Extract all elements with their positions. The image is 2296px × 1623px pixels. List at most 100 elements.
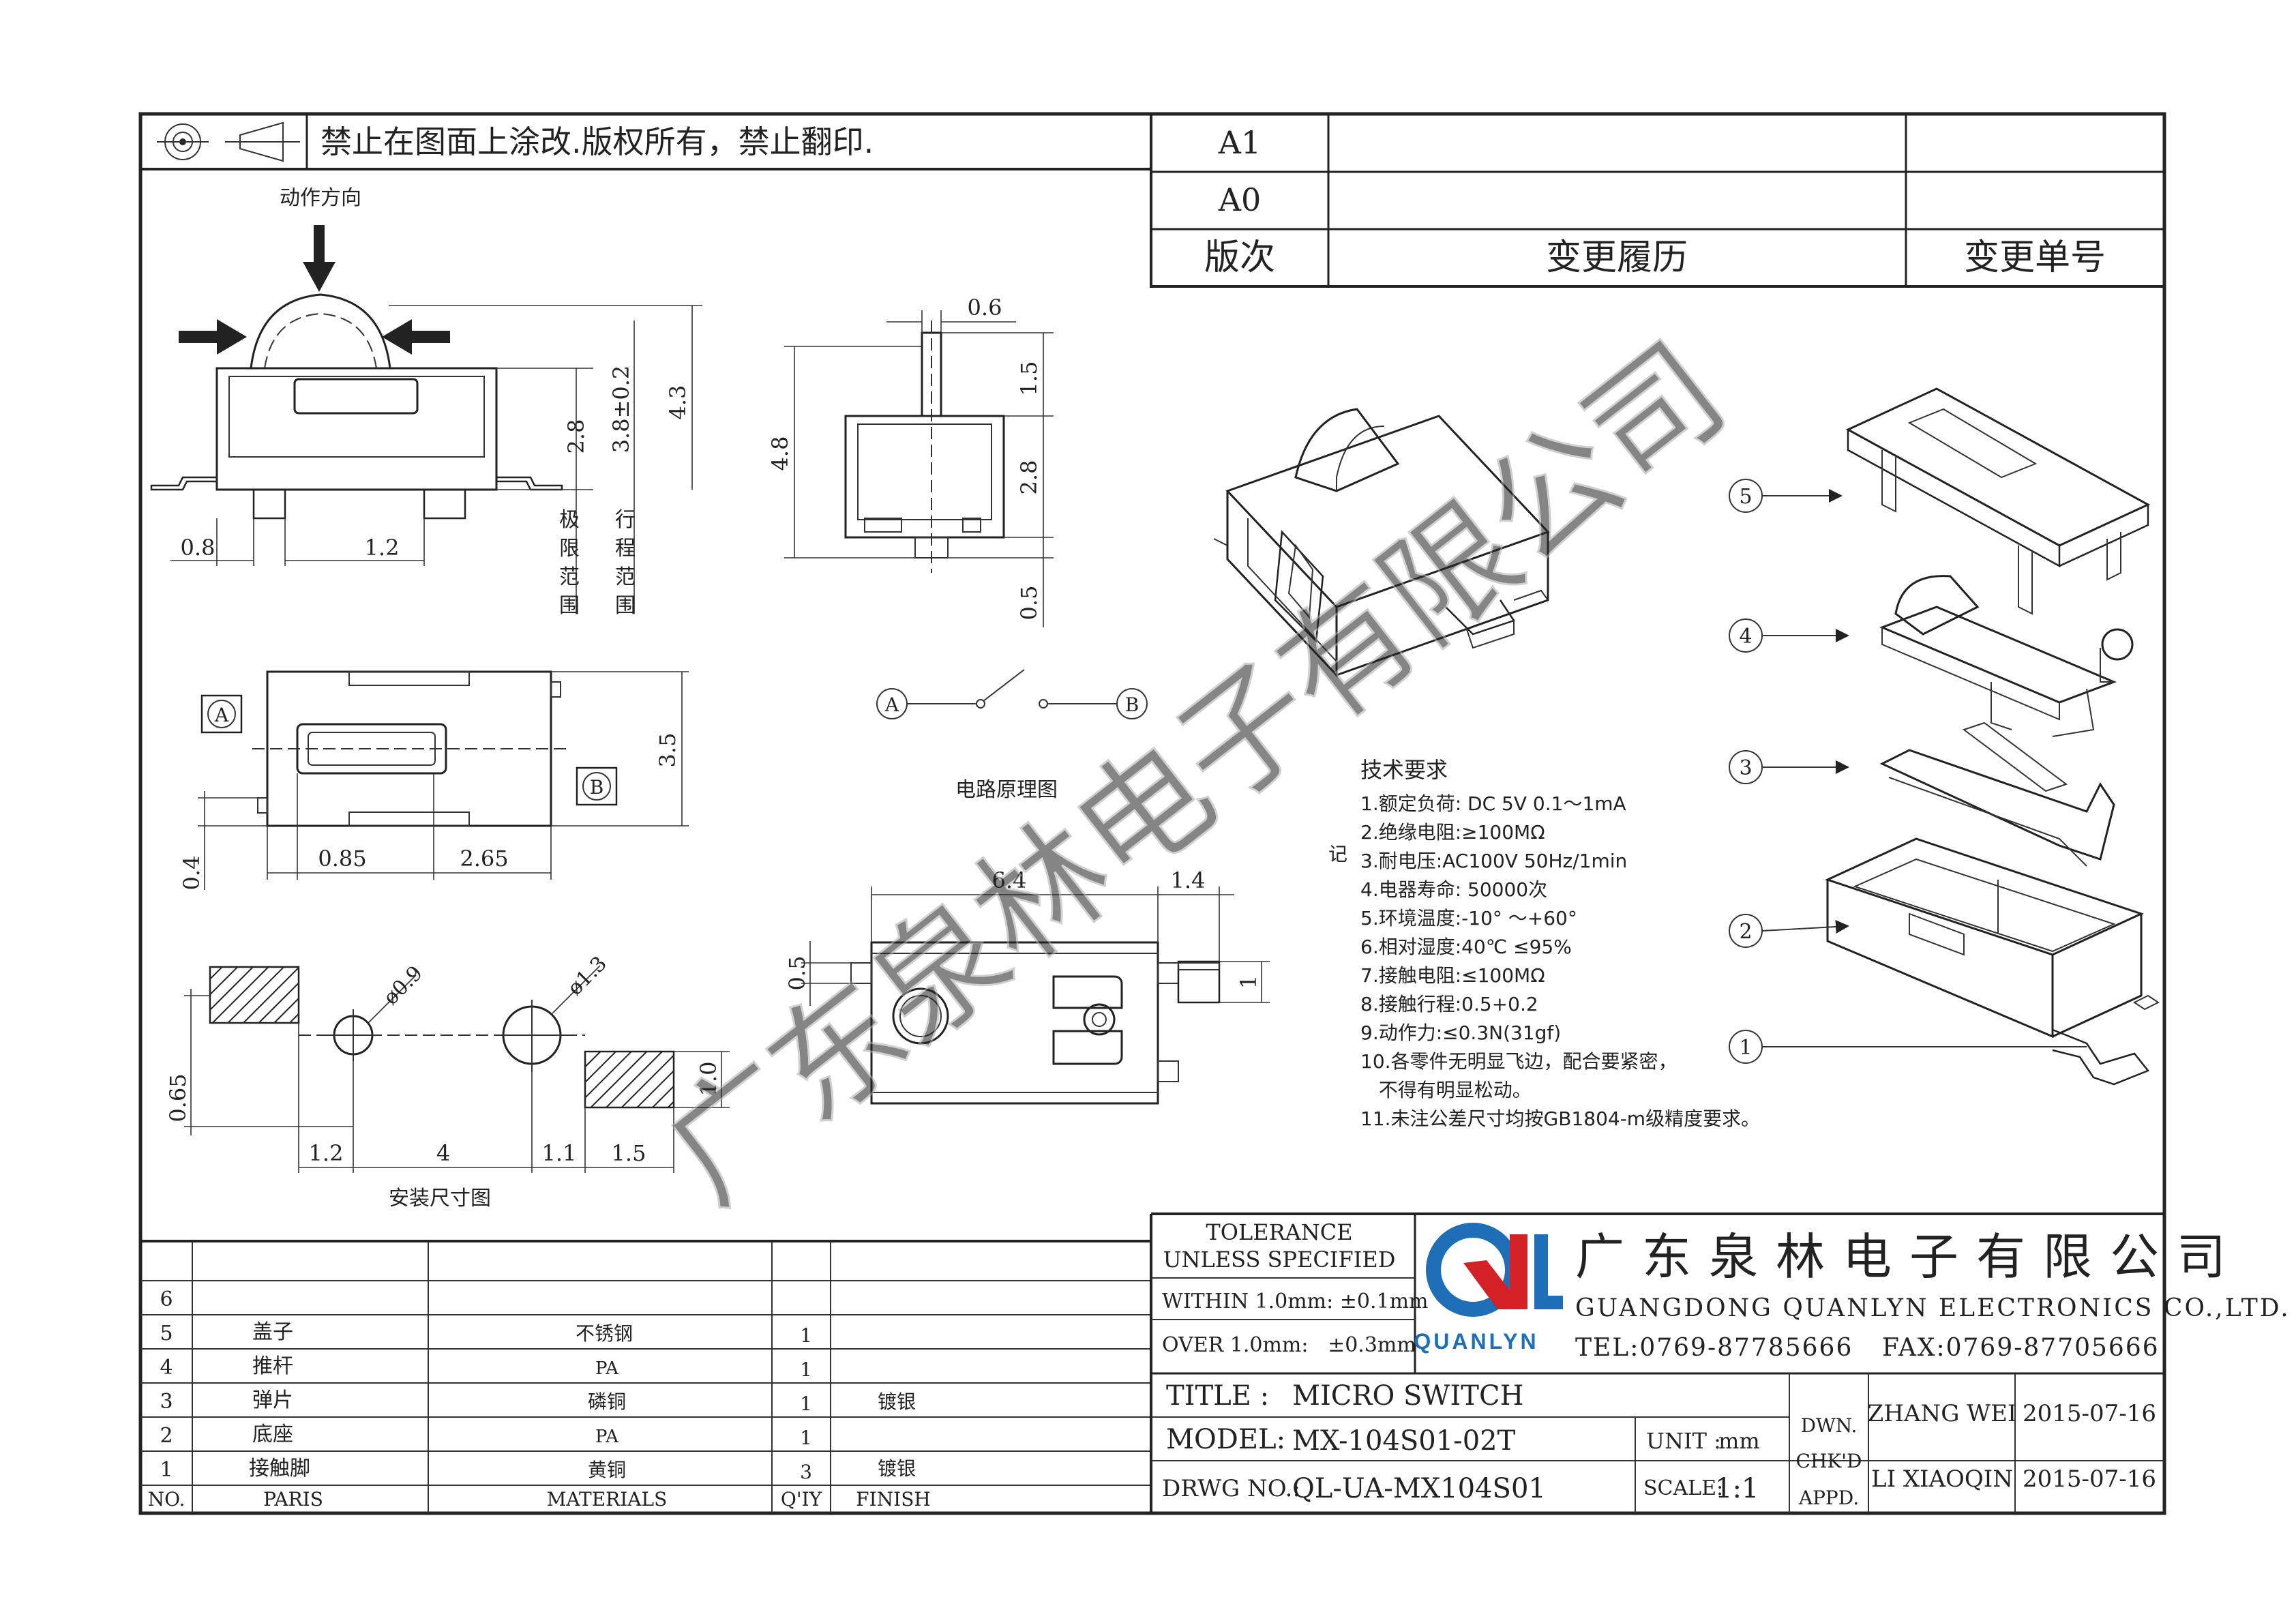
company-name-en: GUANGDONG QUANLYN ELECTRONICS CO.,LTD. <box>1575 1294 2291 1322</box>
tech-title: 技术要求 <box>1360 757 1448 783</box>
parts-header-no: NO. <box>148 1488 185 1510</box>
part-row-3-no: 3 <box>160 1390 173 1414</box>
part-terminal <box>2052 1028 2150 1086</box>
dim-0.4: 0.4 <box>179 856 205 891</box>
part-row-3-finish: 镀银 <box>878 1390 916 1413</box>
chk-label: CHK'D <box>1796 1450 1862 1472</box>
tech-item-7: 7.接触电阻:≤100MΩ <box>1360 964 1545 987</box>
part-row-4-name: 推杆 <box>252 1354 293 1378</box>
svg-text:2: 2 <box>1739 920 1752 944</box>
dim-1.5: 1.5 <box>1016 361 1042 396</box>
dim-2.8-front: 2.8 <box>1016 460 1042 495</box>
copyright-notice: 禁止在图面上涂改.版权所有，禁止翻印. <box>320 123 874 160</box>
dwn-date: 2015-07-16 <box>2023 1400 2156 1427</box>
part-row-5-material: 不锈钢 <box>576 1322 633 1345</box>
scale-value: 1:1 <box>1715 1473 1759 1504</box>
tech-side-char: 记 <box>1328 843 1347 865</box>
tech-item-9: 9.动作力:≤0.3N(31gf) <box>1360 1022 1561 1044</box>
drwg-label: DRWG NO.: <box>1162 1475 1300 1502</box>
svg-text:3: 3 <box>1739 756 1752 780</box>
front-view: 0.6 4.8 1.5 2.8 0.5 <box>767 295 1054 627</box>
side-view: 动作方向 2.8 <box>150 186 702 618</box>
right-arrow-icon <box>179 319 247 355</box>
dim-2.65: 2.65 <box>460 846 508 872</box>
dim-2.8: 2.8 <box>563 419 589 454</box>
part-row-1-finish: 镀银 <box>878 1457 916 1480</box>
rev-header: 版次 <box>1204 237 1275 278</box>
unit-label: UNIT : <box>1646 1428 1721 1454</box>
callout-5: 5 <box>1729 479 1843 513</box>
part-row-2-no: 2 <box>160 1424 173 1448</box>
down-arrow-icon <box>303 225 336 292</box>
dwn-label: DWN. <box>1801 1414 1858 1437</box>
tech-item-3: 3.耐电压:AC100V 50Hz/1min <box>1360 850 1627 872</box>
tech-item-4: 4.电器寿命: 50000次 <box>1360 878 1547 901</box>
part-spring <box>1879 749 2115 861</box>
tech-item-10: 10.各零件无明显飞边，配合要紧密， <box>1360 1050 1678 1073</box>
watermark: 广东泉林电子有限公司 <box>639 315 1753 1232</box>
company-logo-icon: QUANLYN <box>1414 1223 1563 1354</box>
dim-1.0: 1.0 <box>696 1062 721 1097</box>
part-row-4-material: PA <box>595 1358 619 1379</box>
history-header: 变更履历 <box>1546 237 1688 278</box>
mounting-title: 安装尺寸图 <box>389 1187 491 1210</box>
tech-item-6: 6.相对湿度:40℃ ≤95% <box>1360 936 1572 958</box>
circuit-title: 电路原理图 <box>955 778 1058 802</box>
part-row-2-qty: 1 <box>800 1427 812 1449</box>
dim-3.5: 3.5 <box>655 733 681 768</box>
pad-left <box>209 966 300 1024</box>
appd-label: APPD. <box>1798 1487 1859 1509</box>
brand-name: QUANLYN <box>1414 1329 1538 1354</box>
marker-b: B <box>590 776 604 799</box>
unit-value: mm <box>1718 1428 1760 1454</box>
company-fax: FAX:0769-87705666 <box>1882 1334 2160 1362</box>
tech-item-11: 11.未注公差尺寸均按GB1804-m级精度要求。 <box>1360 1107 1760 1130</box>
rev-a0: A0 <box>1218 181 1262 218</box>
left-arrow-icon <box>382 319 450 355</box>
circuit-node-a: A <box>884 694 899 716</box>
rev-a1: A1 <box>1218 124 1262 161</box>
company-name-cn: 广东泉林电子有限公司 <box>1575 1228 2243 1285</box>
dim-hole-1.3: ø1.3 <box>563 952 612 1000</box>
dim-4.3: 4.3 <box>665 385 691 420</box>
part-cover <box>1845 387 2151 547</box>
dim-4.8: 4.8 <box>767 436 793 471</box>
dim-4-mount: 4 <box>436 1140 450 1166</box>
dim-1.2-mount: 1.2 <box>309 1140 344 1166</box>
top-view: A B 3.5 0.4 0.85 2.65 <box>179 670 689 891</box>
model-value: MX-104S01-02T <box>1292 1425 1516 1457</box>
tech-item-1: 1.额定负荷: DC 5V 0.1～1mA <box>1360 792 1626 815</box>
scale-label: SCALE: <box>1643 1476 1723 1500</box>
dim-0.5-front: 0.5 <box>1016 586 1042 621</box>
part-row-1-name: 接触脚 <box>249 1457 310 1480</box>
part-row-4-qty: 1 <box>800 1358 812 1381</box>
isometric-view <box>1213 408 1550 678</box>
chk-date: 2015-07-16 <box>2023 1465 2156 1493</box>
stroke-range-label: 行程范围 <box>615 508 636 618</box>
svg-text:1: 1 <box>1739 1036 1752 1060</box>
part-row-6-no: 6 <box>160 1287 173 1311</box>
company-tel: TEL:0769-87785666 <box>1575 1334 1853 1362</box>
part-row-5-no: 5 <box>160 1322 173 1345</box>
exploded-view: 5 4 3 2 1 <box>1729 387 2160 1086</box>
dim-0.85: 0.85 <box>318 846 366 872</box>
title-label: TITLE : <box>1166 1380 1269 1412</box>
dwn-name: ZHANG WEI <box>1868 1400 2017 1427</box>
tolerance-within: WITHIN 1.0mm: ±0.1mm <box>1162 1290 1428 1313</box>
action-direction-label: 动作方向 <box>280 186 361 210</box>
parts-header-qty: Q'IY <box>781 1488 822 1510</box>
bottom-view: 6.4 1.4 0.5 1 <box>784 867 1270 1105</box>
parts-header-material: MATERIALS <box>547 1488 668 1510</box>
part-row-1-material: 黄铜 <box>588 1459 626 1481</box>
part-row-1-qty: 3 <box>800 1461 812 1483</box>
dim-1.4: 1.4 <box>1171 867 1206 893</box>
dim-1.2: 1.2 <box>365 535 400 561</box>
title-value: MICRO SWITCH <box>1292 1380 1523 1412</box>
projection-symbol-icon <box>157 121 300 162</box>
svg-text:5: 5 <box>1739 485 1752 509</box>
tech-item-5: 5.环境温度:-10° ～+60° <box>1360 907 1577 929</box>
dim-6.4: 6.4 <box>992 867 1027 893</box>
part-row-2-name: 底座 <box>252 1423 293 1446</box>
part-row-3-name: 弹片 <box>252 1388 293 1412</box>
